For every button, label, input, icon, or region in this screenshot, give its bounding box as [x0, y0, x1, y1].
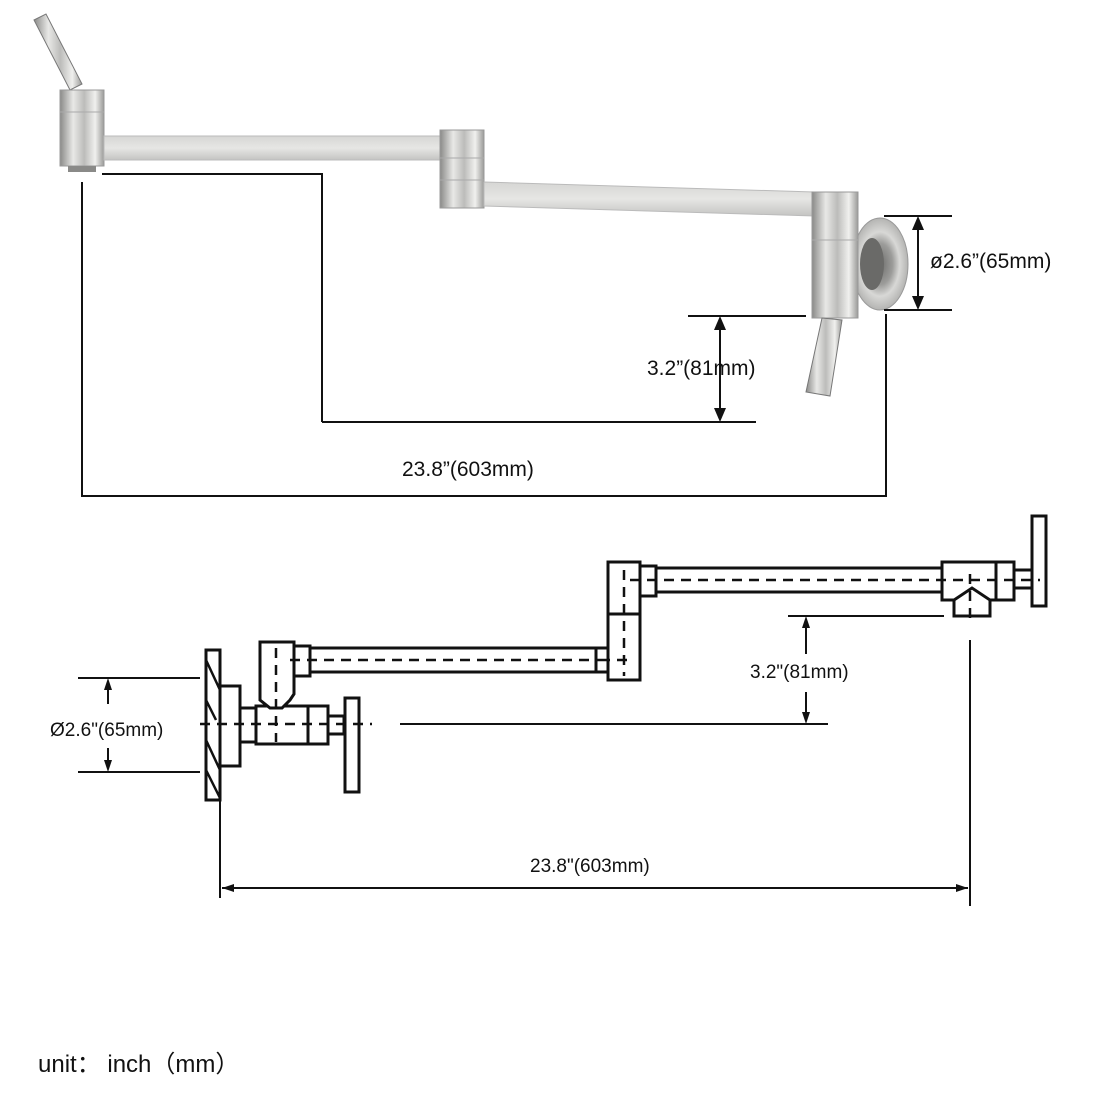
photo-length-label: 23.8”(603mm) — [402, 458, 534, 481]
arm-upper — [103, 135, 441, 161]
faucet-photo — [33, 13, 909, 397]
centerlines — [200, 570, 1040, 742]
photo-dimension-lines — [81, 173, 952, 497]
top-handle-lever — [33, 13, 83, 91]
photo-diameter-label: ø2.6”(65mm) — [930, 250, 1052, 273]
drawing-diameter-label: Ø2.6"(65mm) — [50, 720, 164, 741]
swivel-joint-left — [59, 89, 105, 172]
wall-flange — [851, 217, 909, 311]
flange-body — [218, 684, 242, 768]
swivel-joint-middle — [439, 129, 485, 209]
photo-dimension-arrows — [714, 216, 924, 422]
unit-note: unit： inch（mm） — [38, 1051, 240, 1078]
drawing-length-label: 23.8"(603mm) — [530, 856, 650, 877]
photo-height-label: 3.2”(81mm) — [647, 357, 756, 380]
drawing-dimension-arrows — [104, 616, 968, 892]
valve-body — [811, 191, 859, 319]
handle-bar-right — [1030, 514, 1048, 608]
bottom-handle-lever — [805, 317, 843, 397]
arm-lower — [483, 181, 815, 217]
handle-bar-left — [343, 696, 361, 794]
drawing-height-label: 3.2"(81mm) — [750, 662, 849, 683]
technical-drawing — [204, 514, 1048, 802]
